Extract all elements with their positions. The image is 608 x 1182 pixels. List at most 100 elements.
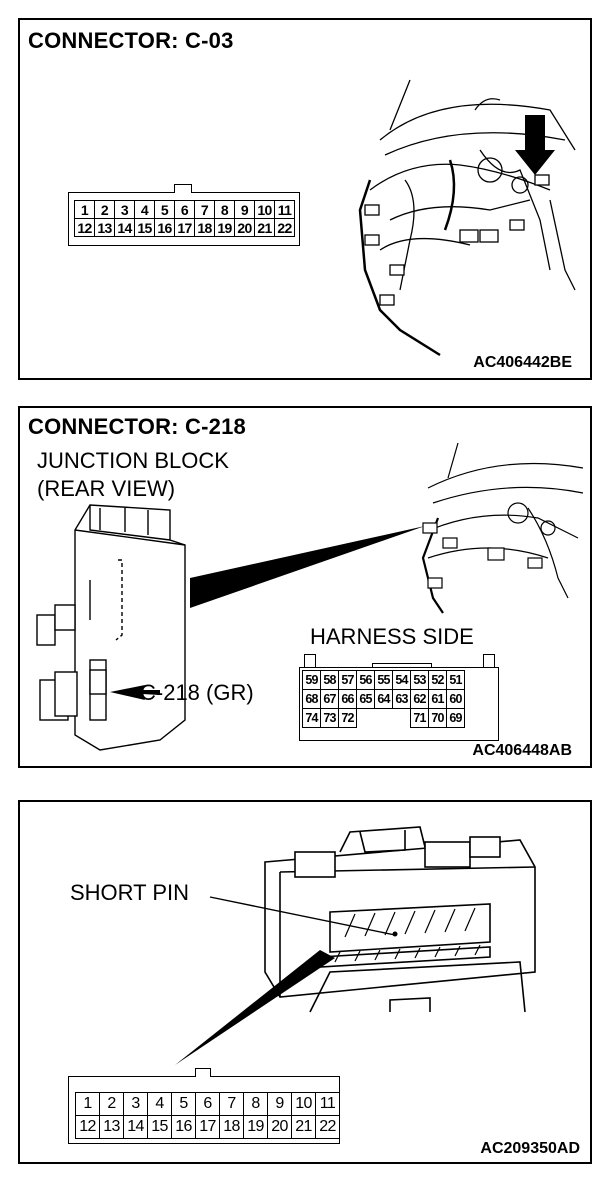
leader-wedge [175,950,335,1065]
pin-cell: 21 [254,218,275,237]
pin-cell: 10 [291,1092,316,1116]
pin-cell: 67 [320,689,339,709]
pin-cell: 21 [291,1115,316,1139]
pin-cell: 51 [446,670,465,690]
pin-cell: 55 [374,670,393,690]
pin-cell: 3 [123,1092,148,1116]
pin-cell: 14 [123,1115,148,1139]
pin-cell: 6 [174,200,195,219]
pin-cell: 52 [428,670,447,690]
pin-cell: 18 [219,1115,244,1139]
rear-view-label: (REAR VIEW) [37,476,176,501]
pin-cell: 66 [338,689,357,709]
pin-cell: 7 [194,200,215,219]
pin-cell: 54 [392,670,411,690]
figure-code: AC209350AD [480,1140,580,1157]
empty-cavity [357,709,375,728]
pin-cell: 65 [356,689,375,709]
connector-lock-tab [174,184,192,193]
pin-cell: 6 [195,1092,220,1116]
pin-cell: 10 [254,200,275,219]
pin-cell: 64 [374,689,393,709]
empty-cavity [393,709,411,728]
pin-cell: 22 [315,1115,340,1139]
pin-cell: 13 [99,1115,124,1139]
connector-lock-tab [304,654,316,668]
pin-cell: 12 [74,218,95,237]
pointer-arrow-icon [110,685,160,700]
pin-cell: 8 [214,200,235,219]
junction-block-illustration [36,504,186,751]
junction-block-label: JUNCTION BLOCK [37,448,229,473]
pin-cell: 61 [428,689,447,709]
pin-cell: 58 [320,670,339,690]
harness-side-label: HARNESS SIDE [310,624,474,649]
pin-cell: 20 [267,1115,292,1139]
pin-cell: 13 [94,218,115,237]
pin-cell: 59 [302,670,321,690]
pin-cell: 8 [243,1092,268,1116]
pin-cell: 5 [154,200,175,219]
connector-c218-panel: CONNECTOR: C-218 JUNCTION BLOCK (REAR VI… [18,406,592,768]
leader-wedge [190,526,425,608]
pin-cell: 14 [114,218,135,237]
pin-cell: 19 [243,1115,268,1139]
pin-cell: 16 [171,1115,196,1139]
pin-cell: 60 [446,689,465,709]
pin-cell: 4 [147,1092,172,1116]
pin-cell: 63 [392,689,411,709]
pin-cell: 5 [171,1092,196,1116]
c218-pointer-label: C-218 (GR) [140,680,254,705]
pin-cell: 2 [94,200,115,219]
short-pin-leader-line [209,896,396,936]
pin-cell: 9 [267,1092,292,1116]
location-arrow-icon [515,115,555,175]
figure-code: AC406448AB [472,742,572,759]
connector-key [372,663,432,668]
pin-cell: 15 [147,1115,172,1139]
short-pin-label: SHORT PIN [70,880,189,905]
pin-cell: 11 [315,1092,340,1116]
figure-code: AC406442BE [473,354,572,371]
pin-cell: 9 [234,200,255,219]
panel-title: CONNECTOR: C-03 [28,28,234,53]
connector-lock-tab [483,654,495,668]
pin-cell: 69 [446,708,465,728]
pin-cell: 53 [410,670,429,690]
panel-title: CONNECTOR: C-218 [28,414,246,439]
dashboard-harness-illustration [358,79,576,357]
pin-cell: 4 [134,200,155,219]
pin-cell: 1 [74,200,95,219]
pin-cell: 62 [410,689,429,709]
pin-cell: 17 [195,1115,220,1139]
pin-cell: 18 [194,218,215,237]
pin-cell: 16 [154,218,175,237]
pin-cell: 2 [99,1092,124,1116]
pin-cell: 3 [114,200,135,219]
pin-cell: 20 [234,218,255,237]
pin-cell: 74 [302,708,321,728]
pin-cell: 57 [338,670,357,690]
pin-cell: 73 [320,708,339,728]
connector-c218-housing [299,667,499,741]
pin-cell: 1 [75,1092,100,1116]
pin-cell: 72 [338,708,357,728]
pin-cell: 70 [428,708,447,728]
empty-cavity [375,709,393,728]
pin-cell: 68 [302,689,321,709]
dashboard-harness-illustration [421,442,584,614]
pin-cell: 56 [356,670,375,690]
pin-cell: 17 [174,218,195,237]
pin-cell: 11 [274,200,295,219]
pin-cell: 15 [134,218,155,237]
pin-cell: 12 [75,1115,100,1139]
pin-cell: 71 [410,708,429,728]
connector-lock-tab [195,1068,211,1077]
pin-cell: 19 [214,218,235,237]
pin-cell: 22 [274,218,295,237]
